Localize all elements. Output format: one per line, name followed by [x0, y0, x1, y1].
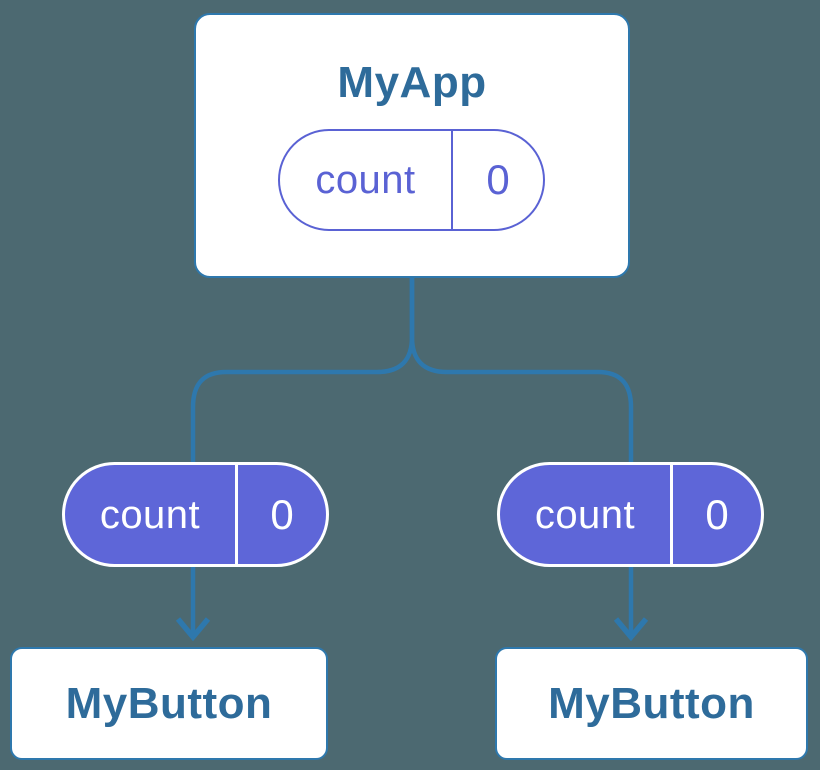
state-value-label: 0	[486, 156, 510, 203]
state-value-label: 0	[705, 490, 729, 538]
state-name-label: count	[500, 465, 673, 564]
state-pill-right-child: count 0	[497, 462, 764, 567]
arrow-head-left-icon	[175, 617, 211, 642]
state-value-label: 0	[270, 490, 294, 538]
component-title-myapp: MyApp	[337, 58, 487, 107]
state-pill-root: count 0	[278, 129, 545, 231]
state-pill-left-child: count 0	[62, 462, 329, 567]
component-node-mybutton-left: MyButton	[10, 647, 328, 760]
state-name-label: count	[65, 465, 238, 564]
state-name-label: count	[280, 131, 453, 229]
component-title-mybutton: MyButton	[65, 678, 273, 728]
arrow-head-right-icon	[613, 617, 649, 642]
component-node-mybutton-right: MyButton	[495, 647, 808, 760]
connector-path-left	[190, 276, 415, 636]
connector-path-right	[409, 276, 634, 636]
component-title-mybutton: MyButton	[548, 678, 755, 728]
